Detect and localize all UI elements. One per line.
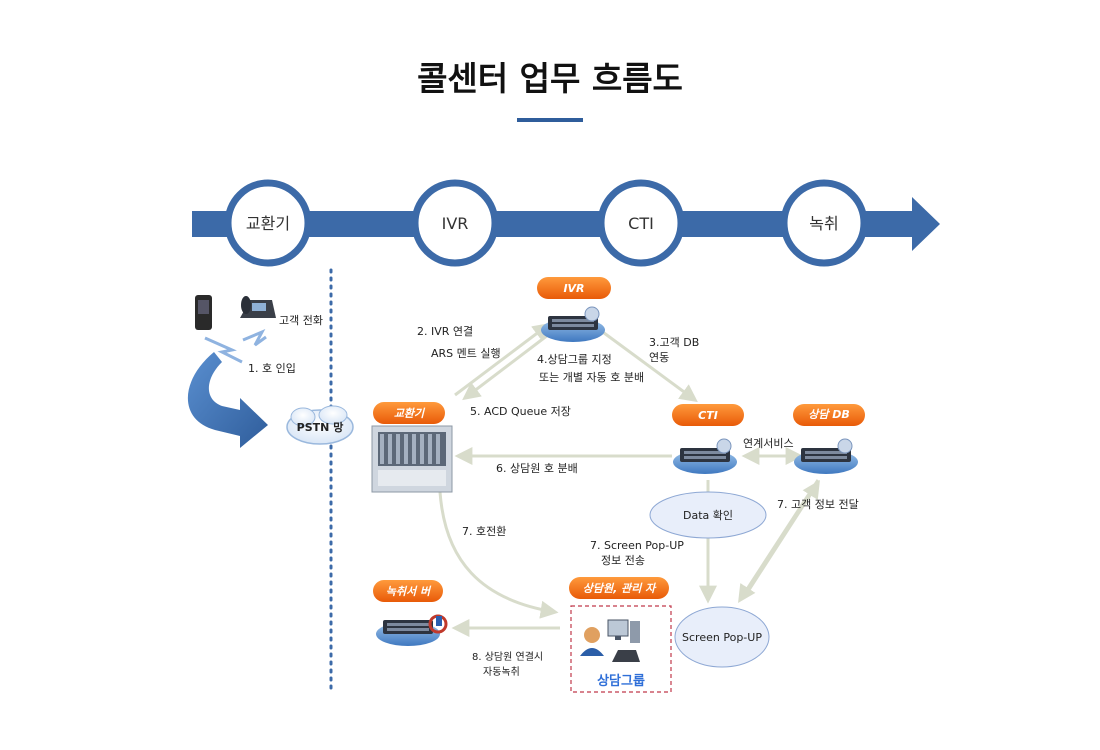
page-title: 콜센터 업무 흐름도	[417, 59, 683, 98]
step2-label-line1: 2. IVR 연결	[417, 325, 473, 338]
agent-group-label: 상담그룹	[597, 673, 645, 689]
data-check-label: Data 확인	[683, 509, 733, 522]
stage-exchange-label: 교환기	[246, 214, 290, 233]
step1-label: 1. 호 인입	[248, 362, 296, 375]
step7-transfer-label: 7. 호전환	[462, 525, 506, 538]
cti-badge-label: CTI	[698, 409, 718, 422]
stage-ivr: IVR	[411, 179, 499, 267]
ivr-badge: IVR	[537, 277, 611, 299]
ivr-server-icon	[541, 306, 605, 342]
step2-label-line2: ARS 멘트 실행	[431, 347, 501, 360]
consult-db-badge-label: 상담 DB	[808, 408, 850, 421]
stage-cti-label: CTI	[628, 214, 654, 233]
data-check-ellipse: Data 확인	[649, 491, 767, 539]
title-underline	[517, 118, 583, 122]
stage-cti: CTI	[597, 179, 685, 267]
stage-ivr-label: IVR	[442, 214, 469, 233]
agent-group-box: 상담그룹	[570, 605, 672, 693]
signal-icon	[242, 328, 267, 347]
step3-label-line1: 3.고객 DB	[649, 336, 699, 349]
step7-popup-label-line1: 7. Screen Pop-UP	[590, 539, 684, 552]
step8-label-line2: 자동녹취	[483, 666, 520, 678]
incoming-call-curved-arrow	[187, 352, 268, 448]
pstn-cloud-icon: PSTN 망	[286, 405, 354, 445]
mobile-phone-icon	[195, 295, 212, 330]
exchange-switch-icon	[371, 425, 453, 493]
screen-popup-ellipse: Screen Pop-UP	[674, 606, 770, 668]
step5-label: 5. ACD Queue 저장	[470, 405, 571, 418]
step8-label-line1: 8. 상담원 연결시	[472, 651, 543, 663]
pstn-label: PSTN 망	[297, 420, 344, 434]
cti-badge: CTI	[672, 404, 744, 426]
step6-label: 6. 상담원 호 분배	[496, 462, 578, 475]
consult-db-badge: 상담 DB	[793, 404, 865, 426]
exchange-badge-label: 교환기	[394, 407, 426, 420]
connection-lines	[438, 322, 820, 637]
agent-admin-badge-label: 상담원, 관리 자	[583, 582, 657, 595]
step4-label-line2: 또는 개별 자동 호 분배	[539, 371, 644, 384]
screen-popup-label: Screen Pop-UP	[682, 631, 762, 644]
desk-phone-icon	[240, 296, 276, 318]
signal-icon	[204, 336, 243, 364]
link-service-label: 연계서비스	[743, 437, 794, 450]
recording-server-icon	[376, 614, 448, 646]
customer-call-label: 고객 전화	[279, 314, 323, 327]
stage-recording-label: 녹취	[809, 214, 838, 233]
step7-info-label: 7. 고객 정보 전달	[777, 498, 859, 511]
recording-badge-label: 녹취서 버	[386, 585, 432, 598]
stage-recording: 녹취	[780, 179, 868, 267]
step3-label-line2: 연동	[649, 351, 669, 364]
consult-db-server-icon	[794, 438, 858, 474]
recording-badge: 녹취서 버	[373, 580, 443, 602]
exchange-badge: 교환기	[373, 402, 445, 424]
step7-popup-label-line2: 정보 전송	[601, 554, 645, 567]
ivr-badge-label: IVR	[563, 282, 584, 295]
stage-exchange: 교환기	[224, 179, 312, 267]
step4-label-line1: 4.상담그룹 지정	[537, 353, 612, 366]
cti-server-icon	[673, 438, 737, 474]
agent-admin-badge: 상담원, 관리 자	[569, 577, 669, 599]
